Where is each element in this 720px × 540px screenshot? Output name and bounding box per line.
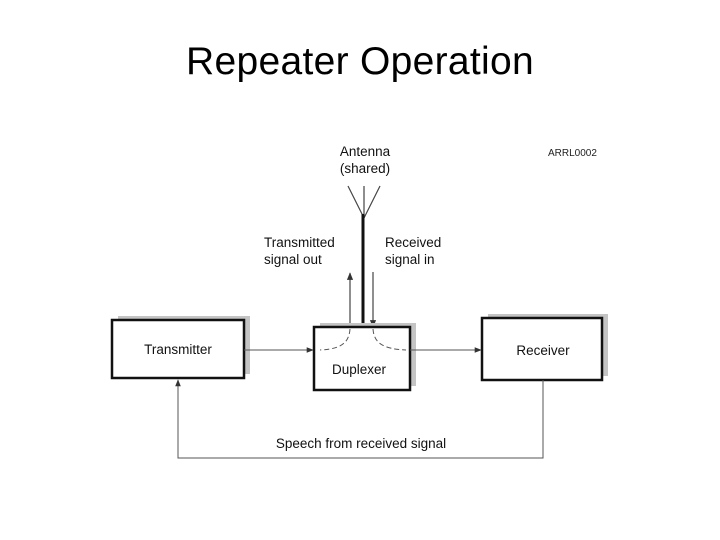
received-label-line1: Received [385, 235, 441, 250]
speech-feedback-label: Speech from received signal [276, 436, 446, 451]
received-label-line2: signal in [385, 252, 435, 267]
transmitter-box: Transmitter [110, 316, 250, 380]
duplexer-label: Duplexer [332, 362, 387, 377]
figure-code: ARRL0002 [548, 148, 597, 159]
transmitter-label: Transmitter [144, 342, 212, 357]
antenna-label-line2: (shared) [340, 161, 390, 176]
receiver-label: Receiver [516, 343, 570, 358]
page-title: Repeater Operation [186, 40, 534, 83]
antenna-label-line1: Antenna [340, 144, 391, 159]
duplexer-box: Duplexer [312, 323, 416, 392]
antenna-icon [347, 185, 381, 219]
receiver-box: Receiver [480, 314, 608, 382]
speech-feedback-path [175, 379, 544, 459]
transmitted-label-line1: Transmitted [264, 235, 335, 250]
transmitted-label-line2: signal out [264, 252, 322, 267]
